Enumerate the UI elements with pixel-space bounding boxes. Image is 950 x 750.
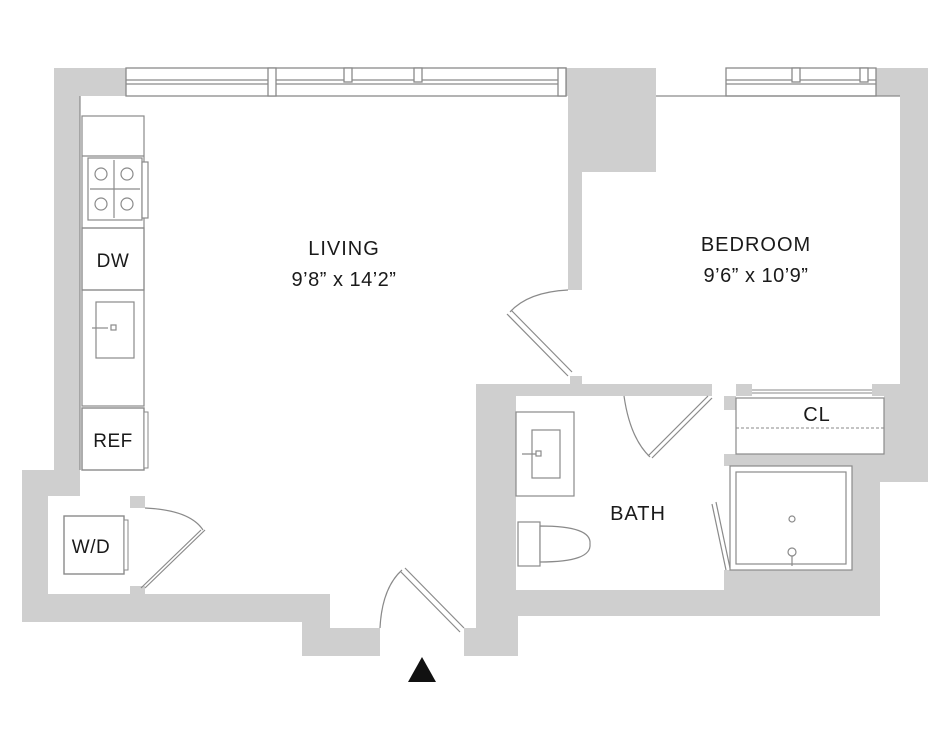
closet-label: CL bbox=[803, 404, 831, 426]
refrigerator: REF bbox=[81, 407, 149, 471]
bedroom-dims: 9’6” x 10’9” bbox=[704, 265, 809, 287]
bath-vanity bbox=[515, 411, 575, 497]
entry-door[interactable] bbox=[379, 567, 465, 633]
toilet-icon bbox=[517, 521, 591, 567]
entry-arrow-icon bbox=[408, 657, 436, 682]
dishwasher-label: DW bbox=[97, 251, 130, 272]
washer-dryer-label: W/D bbox=[72, 537, 110, 558]
living-room-label: LIVING bbox=[308, 238, 380, 260]
dishwasher: DW bbox=[81, 227, 145, 291]
bedroom-window bbox=[725, 67, 877, 97]
bath-label: BATH bbox=[610, 503, 666, 525]
bath-door[interactable] bbox=[623, 395, 713, 459]
stove-icon bbox=[87, 157, 149, 221]
living-windows bbox=[125, 67, 567, 97]
exterior-walls bbox=[22, 68, 928, 656]
laundry-door[interactable] bbox=[140, 507, 206, 589]
refrigerator-label: REF bbox=[93, 431, 133, 452]
laundry-closet: W/D bbox=[63, 496, 145, 575]
closet: CL bbox=[735, 389, 885, 455]
sink-icon bbox=[92, 301, 135, 359]
living-room-dims: 9’8” x 14’2” bbox=[292, 269, 397, 291]
shower-icon bbox=[711, 465, 853, 571]
bedroom-door[interactable] bbox=[506, 289, 573, 377]
bedroom-label: BEDROOM bbox=[701, 234, 811, 256]
interior-lines bbox=[79, 95, 900, 470]
